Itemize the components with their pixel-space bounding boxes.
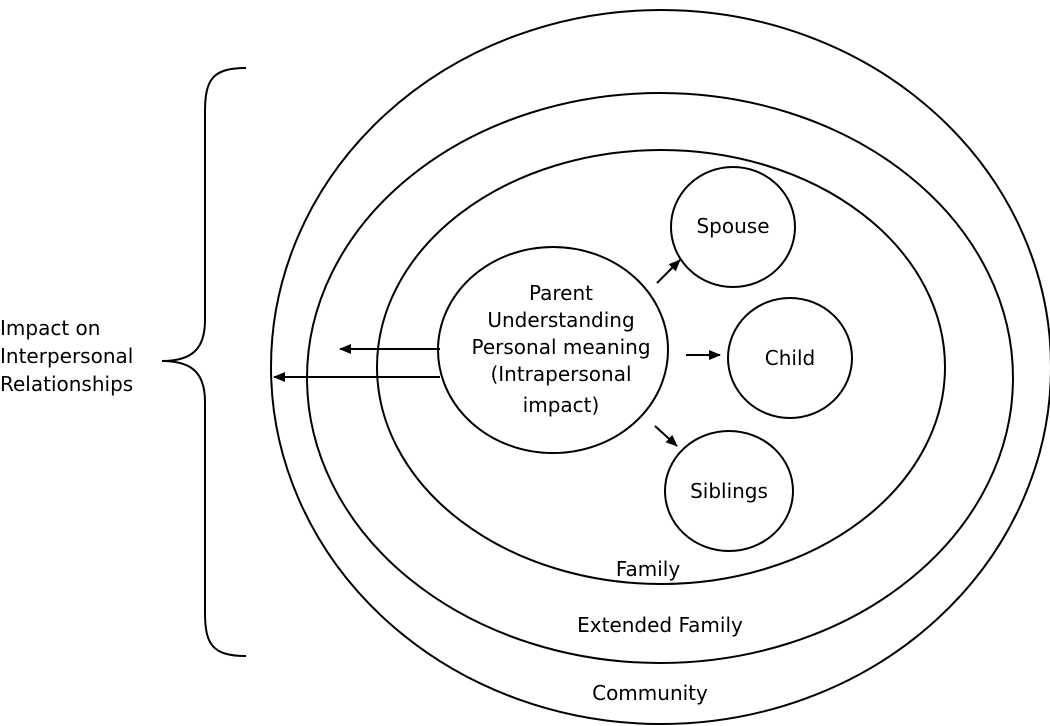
arrow-to-spouse (656, 259, 681, 284)
extended-family-label: Extended Family (577, 613, 743, 637)
center-line-4: (Intrapersonal (490, 362, 631, 386)
siblings-node (664, 430, 794, 552)
siblings-label: Siblings (690, 479, 768, 503)
center-line-2: Understanding (487, 308, 634, 332)
family-label: Family (616, 557, 681, 581)
brace-label-line-1: Impact on (0, 316, 100, 340)
brace-label-line-3: Relationships (0, 372, 133, 396)
center-line-3: Personal meaning (471, 335, 650, 359)
spouse-node (670, 166, 796, 288)
child-node (727, 297, 853, 419)
arrow-to-siblings (654, 425, 678, 447)
interpersonal-brace (161, 67, 247, 657)
community-label: Community (592, 681, 708, 705)
center-line-5: impact) (523, 393, 600, 417)
family-ring (376, 149, 946, 585)
child-label: Child (765, 346, 815, 370)
community-ring (270, 9, 1050, 725)
spouse-label: Spouse (696, 214, 769, 238)
brace-label-line-2: Interpersonal (0, 344, 133, 368)
center-line-1: Parent (529, 281, 593, 305)
